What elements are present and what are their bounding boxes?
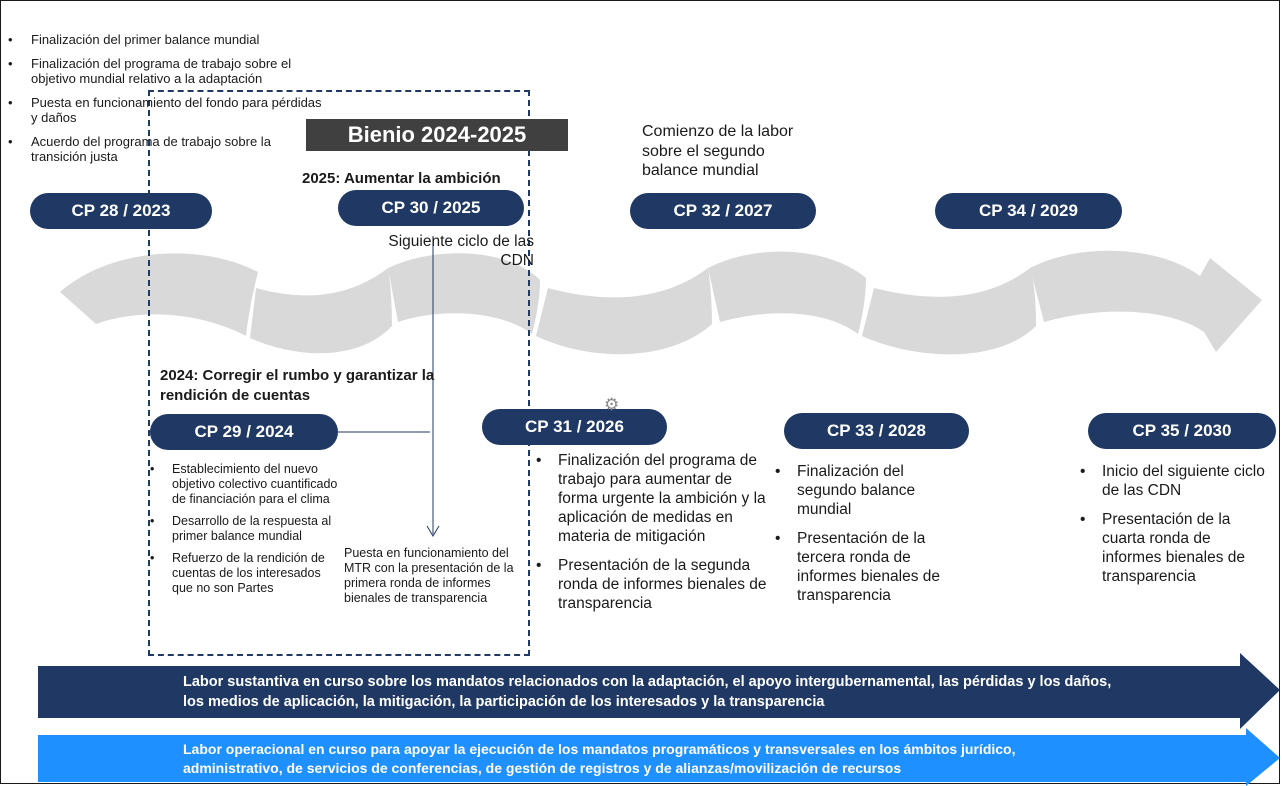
cp35-list: Inicio del siguiente ciclo de las CDN Pr…: [1080, 462, 1270, 596]
cp29-list: Establecimiento del nuevo objetivo colec…: [150, 462, 340, 603]
list-item: Puesta en funcionamiento del fondo para …: [8, 95, 328, 126]
cp32-pill: CP 32 / 2027: [630, 193, 816, 229]
cp28-results-list: Finalización del primer balance mundial …: [8, 32, 328, 173]
wave-segment: [250, 268, 392, 354]
list-item: Finalización del programa de trabajo sob…: [8, 56, 328, 87]
gear-icon: ⚙: [604, 395, 620, 414]
list-item: Finalización del programa de trabajo par…: [536, 451, 771, 546]
list-item: Acuerdo del programa de trabajo sobre la…: [8, 134, 328, 165]
cp28-pill: CP 28 / 2023: [30, 193, 212, 229]
band-line: los medios de aplicación, la mitigación,…: [183, 694, 825, 710]
band-operational-text: Labor operacional en curso para apoyar l…: [183, 740, 1243, 778]
list-item: Establecimiento del nuevo objetivo colec…: [150, 462, 340, 507]
band-substantive-text: Labor sustantiva en curso sobre los mand…: [183, 672, 1243, 712]
wave-segment: [388, 253, 540, 334]
cp34-pill: CP 34 / 2029: [935, 193, 1122, 229]
list-item: Inicio del siguiente ciclo de las CDN: [1080, 462, 1270, 500]
mtr-note: Puesta en funcionamiento del MTR con la …: [344, 546, 514, 605]
band-line: administrativo, de servicios de conferen…: [183, 760, 902, 776]
bienio-dashed-box: [148, 90, 530, 656]
band-arrow-operational: [38, 728, 1280, 786]
list-item: Presentación de la tercera ronda de info…: [775, 529, 965, 605]
wave-segment: [536, 268, 712, 355]
list-item: Presentación de la segunda ronda de info…: [536, 556, 771, 613]
cp30-pill: CP 30 / 2025: [338, 190, 524, 226]
cp31-list: Finalización del programa de trabajo par…: [536, 451, 771, 623]
cp31-pill: CP 31 / 2026: [482, 409, 667, 445]
cp33-list: Finalización del segundo balance mundial…: [775, 462, 965, 615]
band-line: Labor sustantiva en curso sobre los mand…: [183, 674, 1112, 690]
heading-2024: 2024: Corregir el rumbo y garantizar la …: [160, 367, 435, 404]
bienio-label: Bienio 2024-2025: [306, 119, 568, 151]
list-item: Refuerzo de la rendición de cuentas de l…: [150, 551, 340, 596]
wave-segment: [862, 268, 1036, 355]
cp30-note: Siguiente ciclo de las CDN: [388, 233, 534, 269]
wave-segment: [60, 253, 258, 336]
wave-segment: [1030, 250, 1262, 352]
list-item: Finalización del segundo balance mundial: [775, 462, 965, 519]
cp35-pill: CP 35 / 2030: [1088, 413, 1276, 449]
down-arrow-icon: [426, 525, 440, 537]
heading-2025: 2025: Aumentar la ambición: [302, 170, 501, 187]
list-item: Desarrollo de la respuesta al primer bal…: [150, 514, 340, 544]
wave-segment: [708, 251, 866, 334]
cp29-pill: CP 29 / 2024: [150, 414, 338, 450]
band-line: Labor operacional en curso para apoyar l…: [183, 741, 1016, 757]
list-item: Finalización del primer balance mundial: [8, 32, 328, 48]
cp33-pill: CP 33 / 2028: [784, 413, 969, 449]
band-arrow-substantive: [38, 653, 1280, 729]
cp32-note: Comienzo de la labor sobre el segundo ba…: [642, 123, 794, 179]
list-item: Presentación de la cuarta ronda de infor…: [1080, 510, 1270, 586]
